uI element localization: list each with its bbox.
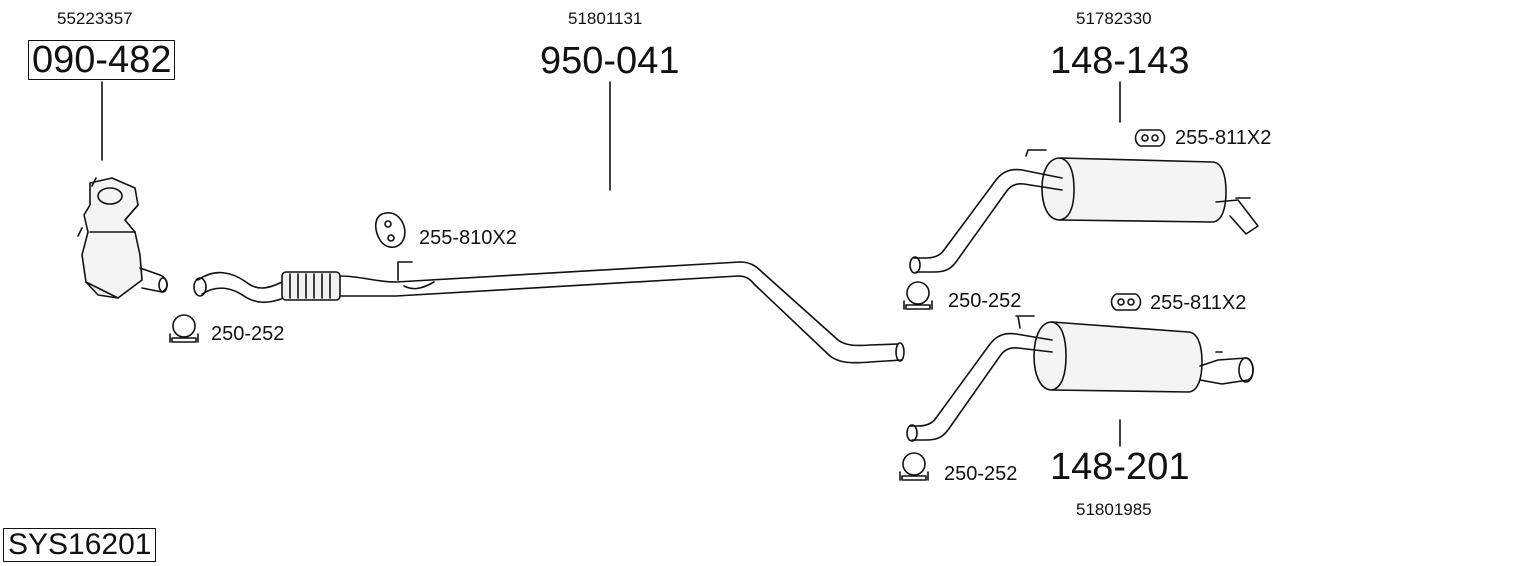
hanger-icon-3[interactable] [1110,293,1142,311]
middle-pipe-illustration[interactable] [193,261,905,364]
oe-number-rear-silencer-b: 51801985 [1076,500,1152,519]
catalytic-converter-illustration[interactable] [77,177,168,299]
accessory-label-hanger-3: 255-811X2 [1150,292,1247,314]
oe-number-catalyst: 55223357 [57,9,133,28]
accessory-label-clamp-3: 250-252 [944,463,1018,485]
oe-number-middle-pipe: 51801131 [568,9,643,28]
part-number-rear-silencer-b[interactable]: 148-201 [1050,446,1190,488]
accessory-label-hanger-1: 255-810X2 [419,227,517,249]
clamp-icon-2[interactable] [903,281,933,310]
part-number-rear-silencer-a[interactable]: 148-143 [1050,40,1190,82]
system-code: SYS16201 [3,528,157,562]
accessory-label-clamp-1: 250-252 [211,323,285,345]
hanger-icon-1[interactable] [374,212,406,249]
rear-silencer-a-illustration[interactable] [909,149,1259,274]
clamp-icon-3[interactable] [899,452,929,481]
accessory-label-clamp-2: 250-252 [948,290,1022,312]
clamp-icon-1[interactable] [169,314,199,343]
hanger-icon-2[interactable] [1134,129,1166,147]
part-number-catalyst[interactable]: 090-482 [28,40,176,80]
part-number-middle-pipe[interactable]: 950-041 [540,40,680,82]
accessory-label-hanger-2: 255-811X2 [1175,127,1272,149]
rear-silencer-b-illustration[interactable] [906,315,1254,442]
oe-number-rear-silencer-a: 51782330 [1076,9,1152,28]
